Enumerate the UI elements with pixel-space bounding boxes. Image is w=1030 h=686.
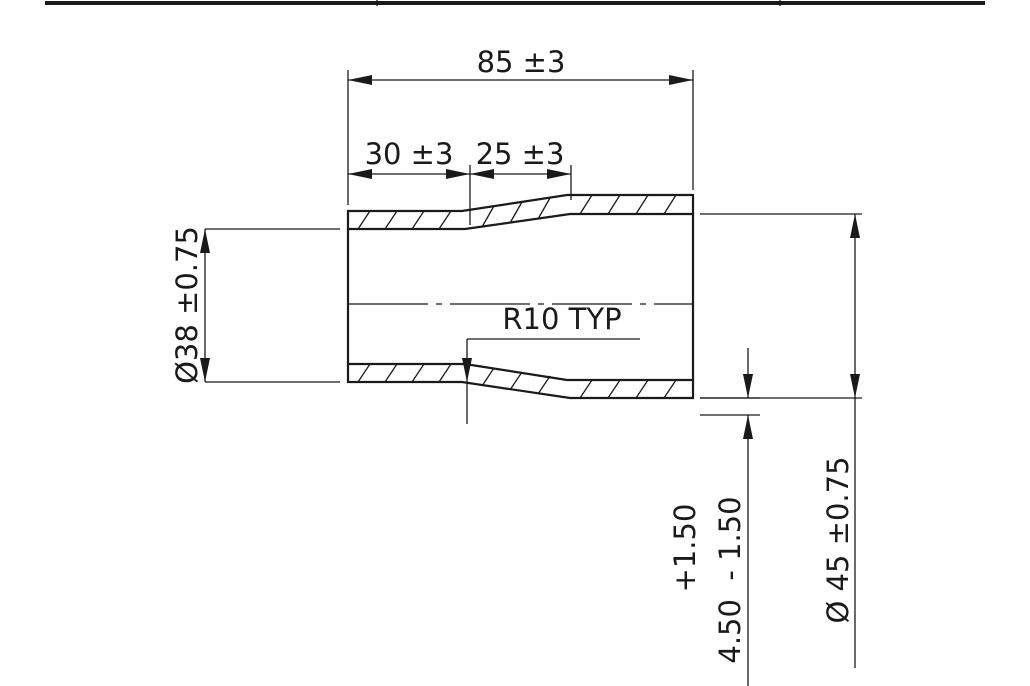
overall-length-label: 85 ±3 bbox=[477, 45, 566, 79]
straight-length-label: 30 ±3 bbox=[365, 137, 454, 171]
taper-length-label: 25 ±3 bbox=[476, 137, 565, 171]
radius-leader: R10 TYP bbox=[462, 302, 640, 424]
outer-diameter-dimension: Ø 45 ±0.75 bbox=[700, 213, 862, 668]
outer-diameter-label: Ø 45 ±0.75 bbox=[821, 456, 855, 623]
lower-wall-outline bbox=[346, 362, 695, 400]
inner-diameter-label: Ø38 ±0.75 bbox=[170, 226, 204, 384]
lower-wall-hatching bbox=[357, 363, 677, 399]
segment-length-dimensions: 30 ±3 25 ±3 bbox=[348, 137, 572, 225]
radius-note-label: R10 TYP bbox=[502, 302, 621, 336]
wall-thickness-dimension: +1.50 4.50 - 1.50 bbox=[668, 348, 760, 686]
inner-diameter-dimension: Ø38 ±0.75 bbox=[170, 226, 340, 384]
wall-thickness-upper-tol: +1.50 bbox=[668, 504, 702, 593]
wall-thickness-nominal: 4.50 - 1.50 bbox=[713, 496, 747, 663]
upper-wall-outline bbox=[346, 193, 695, 231]
upper-wall-hatching bbox=[357, 194, 677, 230]
overall-length-dimension: 85 ±3 bbox=[347, 45, 694, 205]
part-section-view bbox=[346, 193, 695, 400]
